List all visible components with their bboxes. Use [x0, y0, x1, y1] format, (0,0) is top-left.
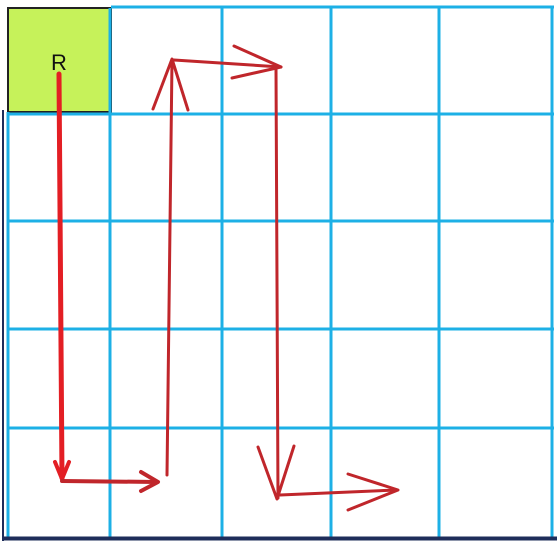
path-segment-up-column-2 [151, 57, 190, 477]
arrow-shaft [56, 71, 65, 481]
arrow-head [230, 44, 283, 80]
arrow-shaft [165, 58, 174, 477]
arrow-shaft [274, 66, 280, 500]
path-segment-down-column-1 [53, 71, 71, 481]
path-segment-right-to-column-3 [172, 44, 283, 80]
arrow-shaft [60, 479, 159, 484]
robot-path [53, 44, 400, 512]
arrow-head [151, 57, 190, 112]
grid-lines [6, 5, 554, 537]
arrow-head [256, 444, 296, 501]
path-segment-right-to-column-4 [278, 472, 400, 512]
arrow-shaft [278, 488, 399, 497]
arrow-shaft [172, 58, 283, 69]
arrow-head [53, 460, 71, 481]
arrow-head [346, 472, 400, 512]
arrow-head [139, 470, 160, 493]
path-segment-right-to-column-2 [60, 470, 160, 493]
path-segment-down-column-3 [256, 66, 296, 501]
grid-frame [2, 110, 557, 541]
start-cell-label: R [51, 50, 67, 75]
